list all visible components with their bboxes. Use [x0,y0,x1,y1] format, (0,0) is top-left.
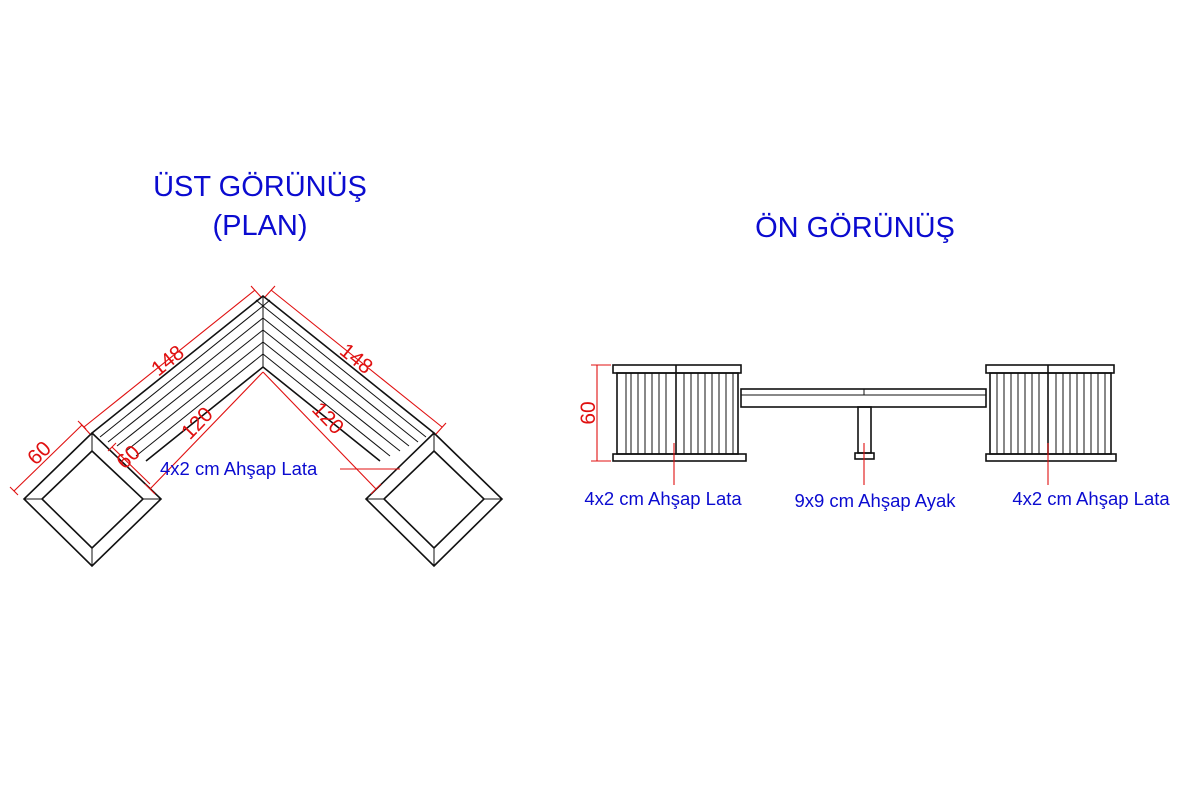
front-dim-height: 60 [577,401,600,424]
plan-dim-box: 60 [23,437,56,470]
front-bench-seat [740,388,987,408]
front-callout-slat-left: 4x2 cm Ahşap Lata [584,488,742,509]
front-planter-left [612,364,747,462]
plan-planter-left [22,431,163,568]
plan-bench-slats [91,294,435,462]
plan-dim-outer-right: 148 [335,339,377,379]
front-view: 60 4x2 cm Ahşap Lata 9x9 cm Ahşap Ayak 4… [577,364,1170,511]
plan-dim-inner-right: 120 [307,398,348,439]
front-planter-right [985,364,1117,462]
front-dimension-lines [591,364,1049,485]
plan-title-line2: (PLAN) [212,210,307,242]
front-callout-leg: 9x9 cm Ahşap Ayak [794,490,956,511]
plan-callout-slat: 4x2 cm Ahşap Lata [160,458,318,479]
plan-dim-outer-left: 148 [147,341,189,381]
front-title: ÖN GÖRÜNÜŞ [755,212,955,244]
front-callout-slat-right: 4x2 cm Ahşap Lata [1012,488,1170,509]
plan-planter-right [364,431,504,568]
plan-title-line1: ÜST GÖRÜNÜŞ [153,171,367,203]
plan-view: 148 148 120 120 60 60 4x2 cm Ahşap Lata [9,285,504,568]
plan-dimension-lines [9,285,447,496]
